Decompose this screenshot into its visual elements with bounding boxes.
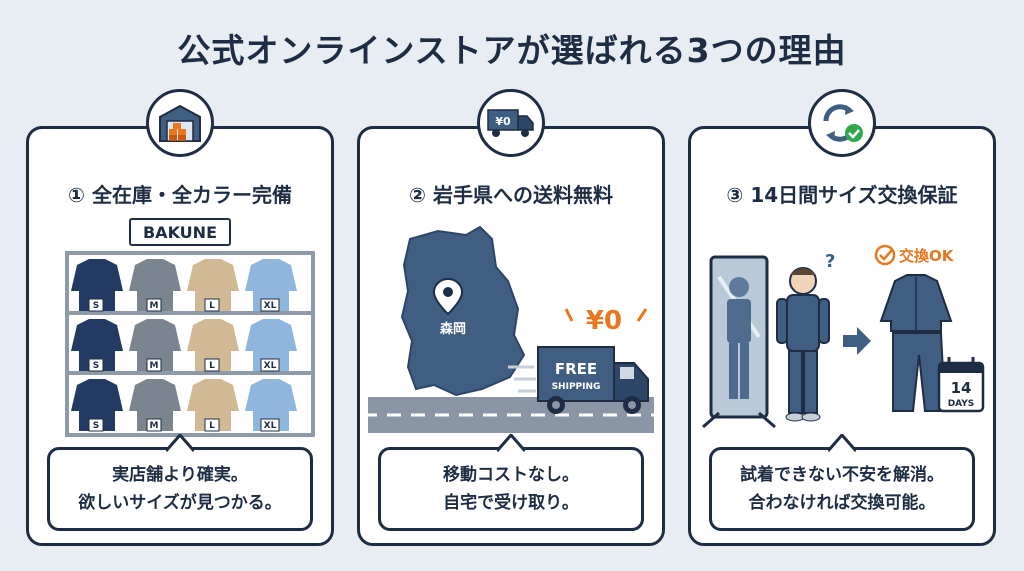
calendar-number: 14 xyxy=(951,379,972,397)
size-tag: L xyxy=(209,361,215,371)
warehouse-badge xyxy=(146,89,214,157)
calendar-unit: DAYS xyxy=(948,399,975,409)
store-sign-text: BAKUNE xyxy=(143,223,217,242)
shirt-row-2 xyxy=(71,319,297,371)
size-tag: S xyxy=(93,361,99,371)
iwate-map-shape xyxy=(400,225,526,397)
person-in-pajamas xyxy=(776,267,830,422)
delivery-truck-icon: ¥0 xyxy=(487,109,534,137)
size-tag: M xyxy=(150,421,159,431)
exchange-ok-label: 交換OK xyxy=(874,244,955,266)
store-sign xyxy=(129,218,231,246)
size-tag: L xyxy=(209,421,215,431)
shirt-row-3 xyxy=(71,379,297,431)
exchange-ok-text: 交換OK xyxy=(899,247,955,265)
card-title: ③ 14日間サイズ交換保証 xyxy=(726,183,958,207)
reason-card-size-exchange: ③ 14日間サイズ交換保証 ? xyxy=(688,89,996,546)
size-tag: S xyxy=(93,301,99,311)
size-exchange-illustration: ? 交換OK 14 DAYS xyxy=(702,244,985,429)
exchange-badge xyxy=(808,89,876,157)
question-mark: ? xyxy=(825,251,835,272)
size-tag: XL xyxy=(264,421,277,431)
badge-price-text: ¥0 xyxy=(495,115,511,128)
rack-frame xyxy=(65,251,315,437)
check-icon xyxy=(879,249,893,261)
size-tag: XL xyxy=(264,301,277,311)
bubble-line-1: 試着できない不安を解消。 xyxy=(740,465,944,485)
speech-bubble: 試着できない不安を解消。 合わなければ交換可能。 xyxy=(709,434,975,531)
bubble-line-2: 欲しいサイズが見つかる。 xyxy=(78,493,282,513)
card-title: ① 全在庫・全カラー完備 xyxy=(68,183,292,207)
delivery-badge: ¥0 xyxy=(477,89,545,157)
bubble-line-2: 合わなければ交換可能。 xyxy=(748,493,936,513)
shipping-illustration: 森岡 ¥0 FREE SHIPPING xyxy=(368,225,654,433)
size-tag: M xyxy=(150,361,159,371)
exchange-arrows-icon xyxy=(823,104,863,142)
arrow-right-icon xyxy=(843,327,871,355)
warehouse-icon xyxy=(159,104,201,142)
page-title: 公式オンラインストアが選ばれる3つの理由 xyxy=(177,31,847,70)
bubble-line-2: 自宅で受け取り。 xyxy=(443,493,579,513)
bubble-line-1: 移動コストなし。 xyxy=(443,465,579,485)
truck-text-shipping: SHIPPING xyxy=(552,382,601,392)
speech-bubble: 移動コストなし。 自宅で受け取り。 xyxy=(378,434,644,531)
reason-card-inventory: ① 全在庫・全カラー完備 BAKUNE S xyxy=(26,89,334,546)
bubble-line-1: 実店舗より確実。 xyxy=(112,465,248,485)
speech-bubble: 実店舗より確実。 欲しいサイズが見つかる。 xyxy=(47,434,313,531)
location-pin-icon xyxy=(432,277,464,316)
city-label: 森岡 xyxy=(440,321,466,337)
mirror xyxy=(702,255,776,429)
size-tag: XL xyxy=(264,361,277,371)
card-title: ② 岩手県への送料無料 xyxy=(409,183,613,207)
size-tag: S xyxy=(93,421,99,431)
pajama-set xyxy=(879,274,953,412)
calendar-icon: 14 DAYS xyxy=(937,357,985,413)
size-tag: L xyxy=(209,301,215,311)
price-label: ¥0 xyxy=(586,306,622,336)
truck-text-free: FREE xyxy=(555,360,597,378)
size-tag: M xyxy=(150,301,159,311)
reason-card-free-shipping: ¥0 ② 岩手県への送料無料 森岡 ¥0 xyxy=(357,89,665,546)
shirt-row-1 xyxy=(71,259,297,311)
clothing-rack-illustration: BAKUNE S M L XL S xyxy=(65,218,315,437)
free-shipping-truck: FREE SHIPPING xyxy=(537,346,649,414)
